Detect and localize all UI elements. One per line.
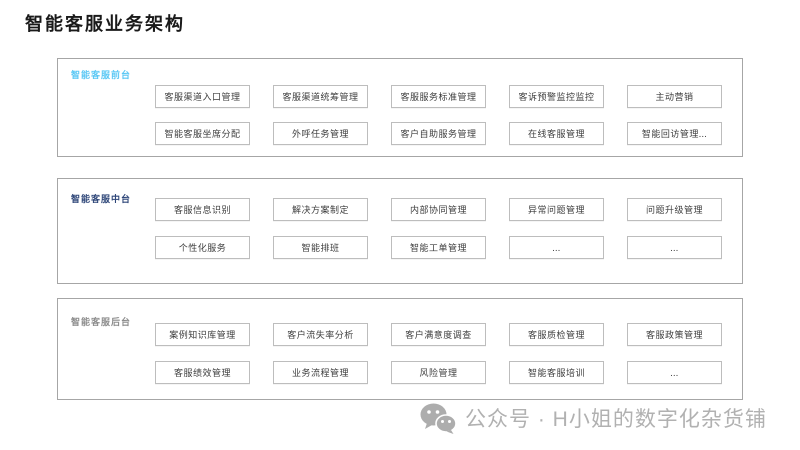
module-label: 主动营销 (655, 92, 694, 102)
module-label: 客户满意度调查 (405, 330, 472, 340)
module-label: 智能回访管理... (641, 129, 708, 139)
panel-middle-platform-label: 智能客服中台 (71, 194, 132, 204)
module-box: 客户流失率分析 (273, 323, 368, 346)
module-box: 风险管理 (391, 361, 486, 384)
module-box: 业务流程管理 (273, 361, 368, 384)
module-box: 客服渠道入口管理 (155, 85, 250, 108)
module-box: 在线客服管理 (509, 122, 604, 145)
module-label: 在线客服管理 (527, 129, 585, 139)
page-title: 智能客服业务架构 (25, 14, 185, 34)
module-label: 业务流程管理 (291, 368, 349, 378)
back-office-box-grid: 案例知识库管理 客户流失率分析 客户满意度调查 客服质检管理 客服政策管理 客服… (155, 323, 722, 384)
front-desk-box-grid: 客服渠道入口管理 客服渠道统筹管理 客服服务标准管理 客诉预警监控监控 主动营销… (155, 85, 722, 145)
module-label: 个性化服务 (178, 243, 227, 253)
module-label: 客服渠道统筹管理 (282, 92, 359, 102)
module-box: 客服绩效管理 (155, 361, 250, 384)
module-label: 客服质检管理 (527, 330, 585, 340)
watermark-text: 公众号 · H小姐的数字化杂货铺 (465, 408, 767, 431)
module-box: 客诉预警监控监控 (509, 85, 604, 108)
module-box: 客户自助服务管理 (391, 122, 486, 145)
watermark: 公众号 · H小姐的数字化杂货铺 (420, 400, 767, 436)
module-box: 客户满意度调查 (391, 323, 486, 346)
module-label: 内部协同管理 (409, 205, 467, 215)
module-label: 智能客服坐席分配 (164, 129, 241, 139)
module-box: ... (627, 361, 722, 384)
module-label: 客服绩效管理 (173, 368, 231, 378)
middle-platform-box-grid: 客服信息识别 解决方案制定 内部协同管理 异常问题管理 问题升级管理 个性化服务… (155, 198, 722, 259)
module-box: ... (627, 236, 722, 259)
panel-back-office-label: 智能客服后台 (71, 317, 132, 327)
wechat-icon (420, 403, 456, 434)
module-label: 外呼任务管理 (291, 129, 349, 139)
module-box: 客服政策管理 (627, 323, 722, 346)
module-label: 客服信息识别 (173, 205, 231, 215)
module-label: 客户自助服务管理 (400, 129, 477, 139)
module-box: 问题升级管理 (627, 198, 722, 221)
module-label: 客户流失率分析 (287, 330, 354, 340)
module-box: 客服渠道统筹管理 (273, 85, 368, 108)
module-box: 案例知识库管理 (155, 323, 250, 346)
module-box: 客服服务标准管理 (391, 85, 486, 108)
module-label: 智能客服培训 (527, 368, 585, 378)
module-box: 智能回访管理... (627, 122, 722, 145)
module-label: 问题升级管理 (645, 205, 703, 215)
module-box: 智能客服坐席分配 (155, 122, 250, 145)
module-box: ... (509, 236, 604, 259)
module-box: 客服质检管理 (509, 323, 604, 346)
panel-back-office: 智能客服后台 案例知识库管理 客户流失率分析 客户满意度调查 客服质检管理 客服… (57, 298, 743, 400)
module-label: 风险管理 (419, 368, 458, 378)
module-box: 异常问题管理 (509, 198, 604, 221)
module-box: 客服信息识别 (155, 198, 250, 221)
module-box: 外呼任务管理 (273, 122, 368, 145)
module-box: 解决方案制定 (273, 198, 368, 221)
module-label: ... (552, 242, 561, 253)
module-label: 异常问题管理 (527, 205, 585, 215)
module-label: 智能排班 (301, 243, 340, 253)
module-label: 智能工单管理 (409, 243, 467, 253)
module-box: 智能客服培训 (509, 361, 604, 384)
module-box: 智能工单管理 (391, 236, 486, 259)
module-label: 案例知识库管理 (169, 330, 236, 340)
module-label: 客服服务标准管理 (400, 92, 477, 102)
module-box: 个性化服务 (155, 236, 250, 259)
panel-middle-platform: 智能客服中台 客服信息识别 解决方案制定 内部协同管理 异常问题管理 问题升级管… (57, 178, 743, 284)
module-box: 内部协同管理 (391, 198, 486, 221)
panel-front-desk-label: 智能客服前台 (71, 70, 132, 80)
panel-front-desk: 智能客服前台 客服渠道入口管理 客服渠道统筹管理 客服服务标准管理 客诉预警监控… (57, 58, 743, 157)
module-box: 主动营销 (627, 85, 722, 108)
module-label: 客服渠道入口管理 (164, 92, 241, 102)
module-label: ... (670, 367, 679, 378)
module-box: 智能排班 (273, 236, 368, 259)
module-label: 客服政策管理 (645, 330, 703, 340)
module-label: 客诉预警监控监控 (518, 92, 595, 102)
module-label: ... (670, 242, 679, 253)
module-label: 解决方案制定 (291, 205, 349, 215)
